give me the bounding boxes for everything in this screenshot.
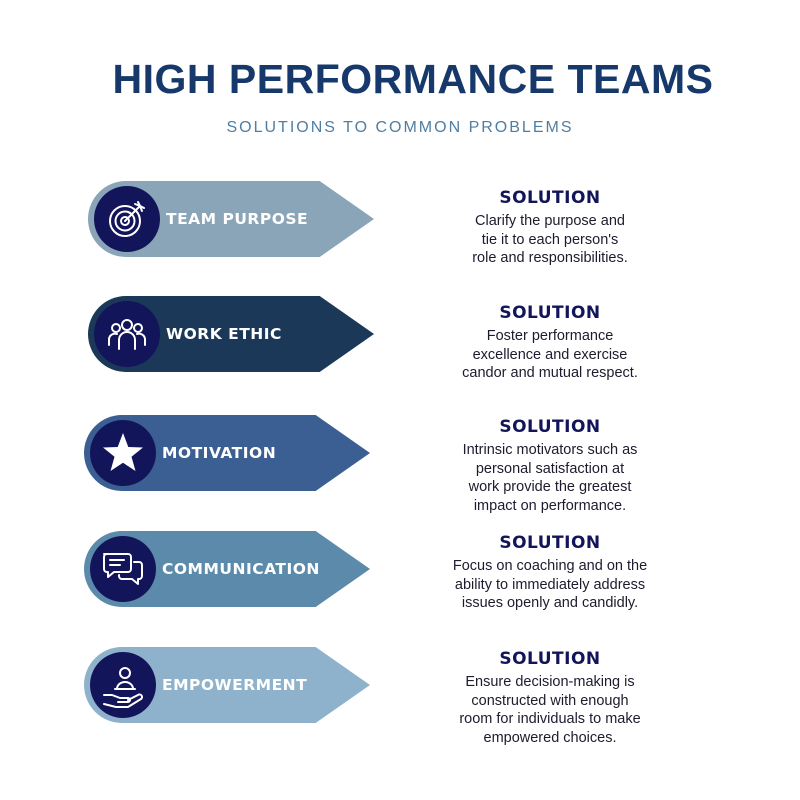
solution-line: candor and mutual respect. xyxy=(462,365,638,381)
solution-line: tie it to each person's xyxy=(481,231,619,248)
arrow-banner-motivation: MOTIVATION xyxy=(84,415,370,491)
hand-person-icon xyxy=(103,667,143,708)
solution-line: Ensure decision-making is xyxy=(465,674,635,690)
solution-block: SOLUTION Foster performance excellence a… xyxy=(425,303,675,383)
page-subtitle: SOLUTIONS TO COMMON PROBLEMS xyxy=(226,119,574,136)
solution-line: issues openly and candidly. xyxy=(461,595,639,611)
arrow-banner-communication: COMMUNICATION xyxy=(84,531,370,607)
star-icon xyxy=(103,433,143,471)
solution-text: Clarify the purpose and tie it to each p… xyxy=(425,212,675,268)
solution-text: Intrinsic motivators such as personal sa… xyxy=(425,441,675,515)
solution-line: impact on performance. xyxy=(473,497,627,514)
solution-text: Foster performance excellence and exerci… xyxy=(425,327,675,383)
solution-line: Clarify the purpose and xyxy=(475,213,625,229)
solution-line: Intrinsic motivators such as xyxy=(462,442,638,458)
solution-line: Foster performance xyxy=(486,328,614,344)
solution-line: constructed with enough xyxy=(471,692,629,709)
icon-badge xyxy=(94,301,160,367)
banner-label: TEAM PURPOSE xyxy=(166,210,309,228)
solution-text: Focus on coaching and on the ability to … xyxy=(425,557,675,613)
row-empowerment: EMPOWERMENT SOLUTION Ensure decision-mak… xyxy=(0,647,800,746)
team-icon xyxy=(108,319,146,350)
row-team-purpose: TEAM PURPOSE SOLUTION Clarify the purpos… xyxy=(0,181,800,266)
solution-line: personal satisfaction at xyxy=(475,460,625,477)
row-communication: COMMUNICATION SOLUTION Focus on coaching… xyxy=(0,531,800,611)
solution-block: SOLUTION Focus on coaching and on the ab… xyxy=(425,533,675,613)
solution-line: excellence and exercise xyxy=(472,346,628,363)
chat-icon xyxy=(103,553,143,585)
row-work-ethic: WORK ETHIC SOLUTION Foster performance e… xyxy=(0,296,800,381)
solution-line: role and responsibilities. xyxy=(472,250,628,266)
solution-block: SOLUTION Intrinsic motivators such as pe… xyxy=(425,417,675,515)
arrow-banner-team-purpose: TEAM PURPOSE xyxy=(88,181,374,257)
banner-label: MOTIVATION xyxy=(162,444,277,462)
icon-badge xyxy=(90,420,156,486)
icon-badge xyxy=(90,536,156,602)
solution-line: work provide the greatest xyxy=(468,479,632,495)
solution-block: SOLUTION Clarify the purpose and tie it … xyxy=(425,188,675,268)
icon-badge xyxy=(90,652,156,718)
solution-line: room for individuals to make xyxy=(459,711,641,727)
solution-text: Ensure decision-making is constructed wi… xyxy=(425,673,675,747)
page-title: HIGH PERFORMANCE TEAMS xyxy=(112,56,714,102)
solution-heading: SOLUTION xyxy=(499,303,601,323)
solution-block: SOLUTION Ensure decision-making is const… xyxy=(425,649,675,747)
solution-heading: SOLUTION xyxy=(499,533,601,553)
banner-label: WORK ETHIC xyxy=(166,325,282,343)
target-icon xyxy=(109,201,145,237)
solution-heading: SOLUTION xyxy=(499,188,601,208)
solution-heading: SOLUTION xyxy=(499,649,601,669)
arrow-banner-work-ethic: WORK ETHIC xyxy=(88,296,374,372)
solution-line: ability to immediately address xyxy=(454,576,646,593)
banner-label: COMMUNICATION xyxy=(162,560,320,578)
solution-line: empowered choices. xyxy=(483,729,617,746)
icon-badge xyxy=(94,186,160,252)
solution-line: Focus on coaching and on the xyxy=(452,558,648,574)
row-motivation: MOTIVATION SOLUTION Intrinsic motivators… xyxy=(0,415,800,514)
solution-heading: SOLUTION xyxy=(499,417,601,437)
banner-label: EMPOWERMENT xyxy=(162,676,308,694)
arrow-banner-empowerment: EMPOWERMENT xyxy=(84,647,370,723)
